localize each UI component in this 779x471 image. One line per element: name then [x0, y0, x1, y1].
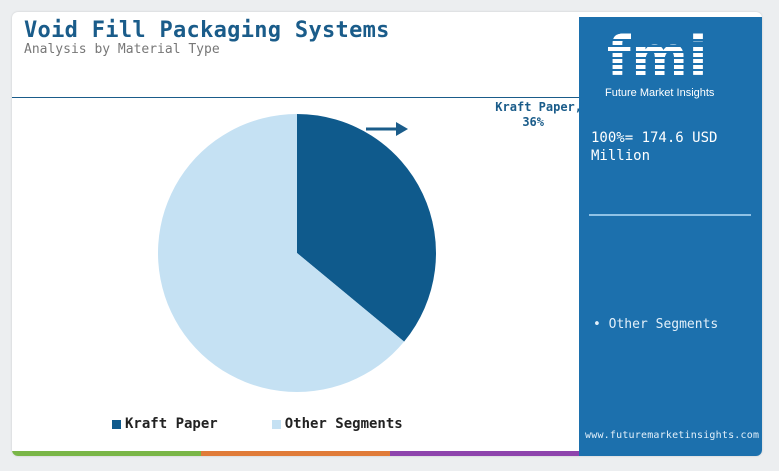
sidebar-divider: [589, 214, 751, 216]
legend-label-other-segments: Other Segments: [284, 416, 403, 432]
info-sidebar: fmi Future Market Insights 100%= 174.6 U…: [579, 17, 762, 456]
bottom-bar-orange: [201, 451, 390, 456]
bottom-bar-purple: [390, 451, 579, 456]
legend-label-kraft-paper: Kraft Paper: [125, 416, 218, 432]
kraft-paper-callout: Kraft Paper, 36%: [442, 100, 582, 130]
callout-value: 36%: [522, 115, 544, 129]
legend-item-kraft-paper: Kraft Paper: [112, 416, 218, 432]
legend-swatch-other-segments: [271, 419, 281, 429]
legend-item-other-segments: Other Segments: [271, 416, 403, 432]
callout-label: Kraft Paper,: [495, 100, 582, 114]
fmi-logo-subtext: Future Market Insights: [605, 87, 715, 99]
callout-arrow-icon: [366, 122, 408, 136]
pie-chart: [157, 114, 436, 392]
chart-legend: Kraft Paper Other Segments: [112, 416, 403, 432]
website-link[interactable]: www.futuremarketinsights.com: [585, 430, 760, 441]
fmi-logo: fmi: [607, 25, 709, 88]
pie-slice-other-segments: [157, 114, 405, 392]
chart-title: Void Fill Packaging Systems: [24, 18, 390, 43]
sidebar-segment-item: • Other Segments: [593, 317, 719, 332]
bottom-bar-green: [12, 451, 201, 456]
bottom-color-bar: [12, 451, 579, 456]
title-divider: [12, 97, 579, 98]
legend-swatch-kraft-paper: [112, 419, 121, 429]
chart-card: Void Fill Packaging Systems Analysis by …: [12, 12, 762, 456]
market-total: 100%= 174.6 USD Million: [591, 130, 718, 164]
pie-slice-kraft-paper: [297, 114, 436, 342]
pie-slices: [157, 114, 436, 392]
chart-subtitle: Analysis by Material Type: [24, 42, 220, 57]
